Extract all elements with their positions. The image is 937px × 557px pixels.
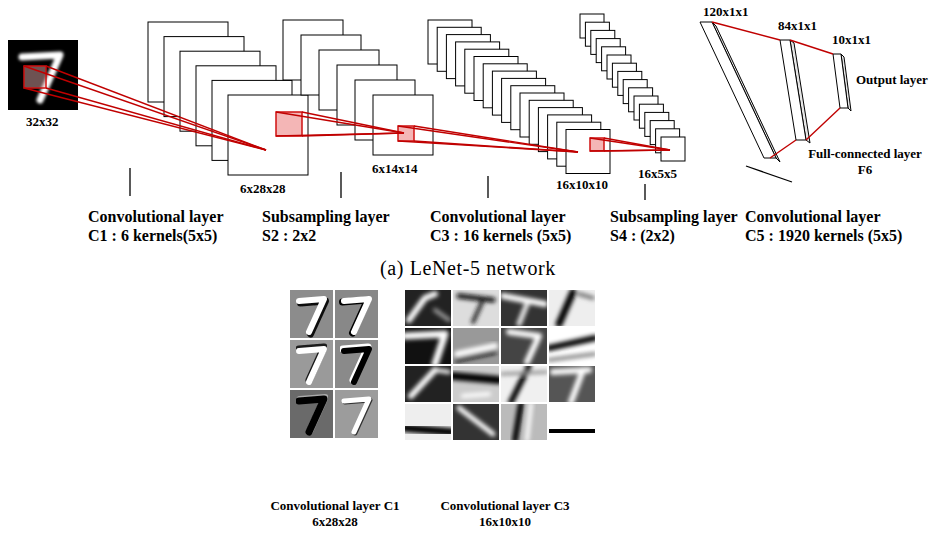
layer-label: 84x1x1 <box>778 18 817 34</box>
activation-tile <box>335 340 378 388</box>
c1-activation-grid <box>290 290 378 438</box>
activation-tile <box>549 290 595 326</box>
activation-tile <box>453 290 499 326</box>
full-connection-lines <box>712 22 840 158</box>
activation-tile <box>335 390 378 438</box>
layer-label: 16x10x10 <box>556 177 608 193</box>
activation-tile <box>405 404 451 440</box>
layer-label: Subsampling layer S2 : 2x2 <box>262 207 400 245</box>
layer-label: Convolutional layer C1 6x28x28 <box>258 498 412 530</box>
activation-tile <box>405 328 451 364</box>
activation-tile <box>549 366 595 402</box>
layer-label: 32x32 <box>26 114 59 130</box>
receptive-field-lines <box>24 66 670 152</box>
layer-label: 6x14x14 <box>372 161 418 177</box>
activation-tile <box>501 404 547 440</box>
c3-feature-maps <box>428 20 610 174</box>
activation-tile <box>290 290 333 338</box>
fully-connected-strips <box>700 22 851 162</box>
layer-label: 16x5x5 <box>638 166 677 182</box>
activation-tile <box>501 290 547 326</box>
layer-label: Convolutional layer C1 : 6 kernels(5x5) <box>88 207 235 245</box>
activation-tile <box>549 404 595 440</box>
layer-label: 120x1x1 <box>703 4 749 20</box>
activation-tile <box>290 340 333 388</box>
layer-label: Convolutional layer C3 : 16 kernels (5x5… <box>430 207 580 245</box>
layer-label: Output layer <box>856 72 928 88</box>
layer-label: Full-connected layer F6 <box>804 146 927 178</box>
activation-tile <box>453 328 499 364</box>
activation-tile <box>335 290 378 338</box>
activation-tile <box>405 290 451 326</box>
activation-tile <box>453 404 499 440</box>
activation-tile <box>501 366 547 402</box>
figure-caption: (a) LeNet-5 network <box>380 256 556 280</box>
layer-label: Subsampling layer S4 : (2x2) <box>610 207 748 245</box>
activation-tile <box>501 328 547 364</box>
layer-label: 6x28x28 <box>240 181 286 197</box>
layer-label: Convolutional layer C5 : 1920 kernels (5… <box>745 207 903 245</box>
activation-tile <box>453 366 499 402</box>
c3-activation-grid <box>405 290 595 440</box>
receptive-field-squares <box>276 112 604 151</box>
tick-marks <box>130 166 792 200</box>
activation-tile <box>405 366 451 402</box>
s4-feature-maps <box>580 14 685 161</box>
activation-tile <box>290 390 333 438</box>
layer-label: Convolutional layer C3 16x10x10 <box>427 498 584 530</box>
layer-label: 10x1x1 <box>832 32 871 48</box>
activation-tile <box>549 328 595 364</box>
